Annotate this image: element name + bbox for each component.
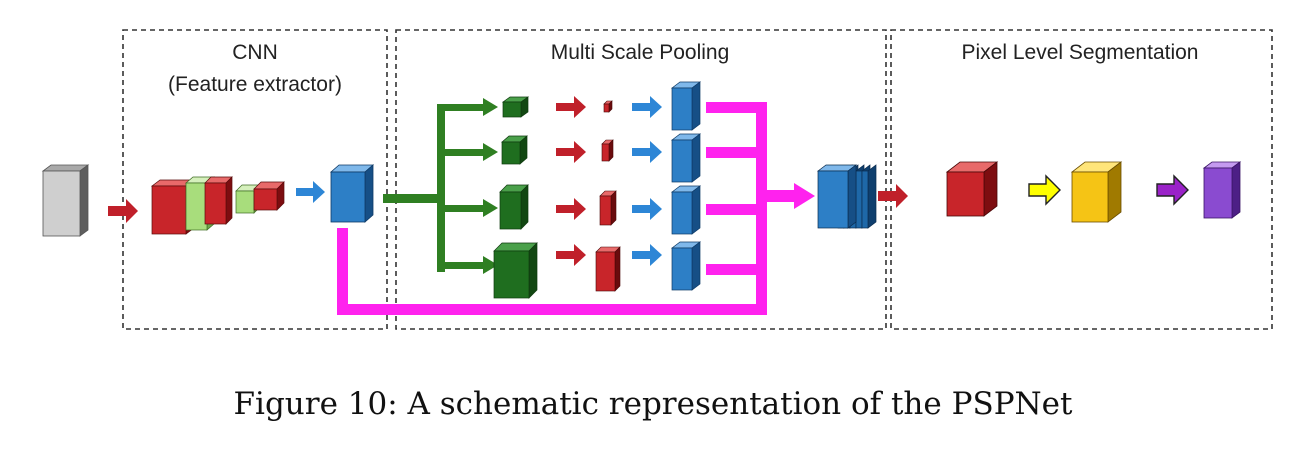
skip-connection-bottom [337, 304, 767, 315]
red-arrows [108, 96, 908, 266]
cnn-layers [150, 176, 285, 235]
segmentation-title: Pixel Level Segmentation [962, 41, 1199, 64]
segmentation-panel [890, 29, 1273, 330]
reduced-block-2 [601, 139, 614, 162]
arrow-pool-1 [556, 96, 586, 118]
yellow-arrow [1028, 174, 1061, 206]
pooling-branches [383, 98, 498, 274]
arrow-pool-3 [556, 198, 586, 220]
branch-stem-1 [437, 104, 485, 111]
upsampled-blocks [670, 81, 702, 291]
pooled-block-3 [499, 184, 529, 230]
arrow-input-to-cnn [108, 199, 138, 223]
reduced-block-1 [603, 100, 613, 113]
feature-map [329, 164, 375, 223]
branch-stem-4 [437, 262, 485, 269]
upsampled-block-1 [670, 81, 702, 131]
pool-branch-2-link [706, 147, 767, 158]
concatenated-features [816, 164, 877, 229]
branch-head-4 [483, 256, 498, 274]
figure-caption: Figure 10: A schematic representation of… [233, 386, 1073, 422]
pooled-blocks [493, 96, 538, 299]
branch-stem-3 [437, 205, 485, 212]
magenta-connectors [337, 102, 815, 315]
reduced-block-3 [599, 190, 617, 226]
pool-branch-4-link [706, 264, 767, 275]
arrow-pool-2 [556, 141, 586, 163]
arrow-upsample-4 [632, 244, 662, 266]
pool-branch-1-link [706, 102, 767, 113]
upsampled-block-3 [670, 185, 702, 235]
arrow-upsample-2 [632, 141, 662, 163]
pooled-block-1 [501, 96, 530, 118]
branch-head-3 [483, 199, 498, 217]
skip-connection-vertical [337, 228, 348, 315]
arrow-pool-4 [556, 244, 586, 266]
arrow-cnn-to-feature [296, 181, 325, 203]
input-image [41, 164, 90, 237]
cnn-layer-3 [204, 176, 233, 225]
branch-head-2 [483, 143, 498, 161]
arrow-upsample-3 [632, 198, 662, 220]
segmentation-yellow-block [1070, 161, 1123, 223]
cnn-panel [122, 29, 388, 330]
arrow-concat-to-seg [878, 184, 908, 208]
segmentation-output-map [1202, 161, 1242, 219]
concat-arrow-shaft [766, 190, 796, 202]
upsampled-block-4 [670, 241, 702, 291]
branch-head-1 [483, 98, 498, 116]
branch-spine [437, 104, 445, 272]
upsampled-block-2 [670, 133, 702, 183]
pooled-block-2 [501, 135, 528, 165]
branch-stem-2 [437, 149, 485, 156]
blue-arrows [296, 96, 662, 266]
purple-arrow [1156, 174, 1189, 206]
reduced-block-4 [595, 246, 621, 292]
pooling-title: Multi Scale Pooling [551, 41, 730, 64]
pooling-panel [395, 29, 887, 330]
pool-branch-3-link [706, 204, 767, 215]
cnn-title: CNN [232, 41, 278, 64]
cnn-subtitle: (Feature extractor) [168, 73, 342, 96]
pspnet-diagram: CNN (Feature extractor) Multi Scale Pool… [41, 29, 1273, 330]
branch-trunk [383, 194, 441, 203]
segmentation-red-block [945, 161, 999, 217]
cnn-layer-5 [253, 181, 285, 211]
reduced-blocks [595, 100, 621, 292]
pooled-block-4 [493, 242, 538, 299]
arrow-upsample-1 [632, 96, 662, 118]
concat-arrow-head [794, 183, 815, 209]
